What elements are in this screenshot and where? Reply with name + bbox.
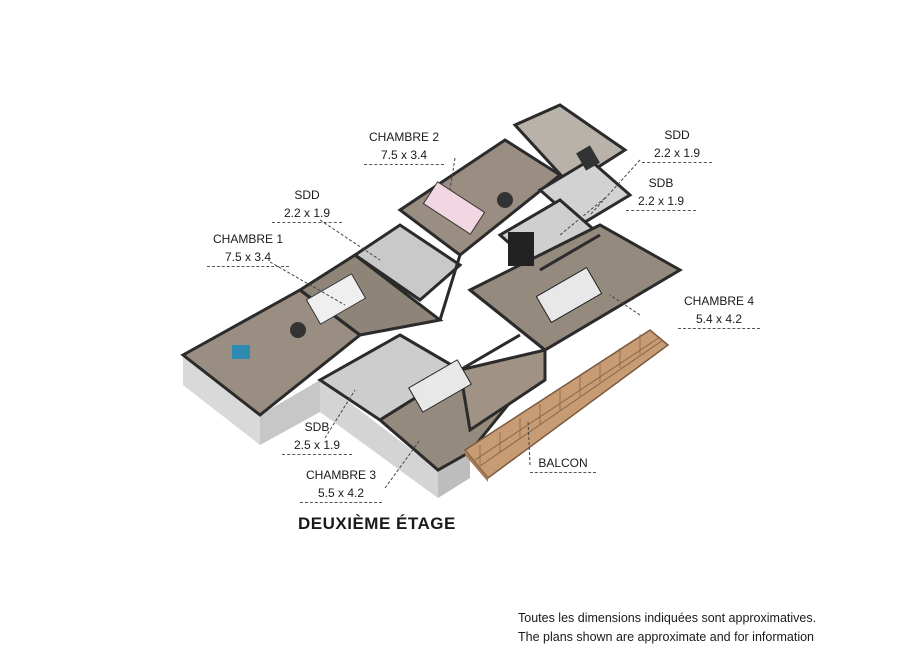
floor-title: DEUXIÈME ÉTAGE (298, 514, 456, 533)
room-dimensions: 5.4 x 4.2 (678, 310, 760, 329)
label-balcon: BALCON (530, 454, 596, 473)
room-name: BALCON (530, 454, 596, 473)
table-chambre-1 (290, 322, 306, 338)
room-dimensions: 2.5 x 1.9 (282, 436, 352, 455)
tv-annex (576, 145, 600, 171)
room-name: CHAMBRE 2 (368, 130, 439, 144)
table-chambre-2 (497, 192, 513, 208)
chair-chambre-1 (232, 345, 250, 359)
room-name: CHAMBRE 4 (683, 294, 754, 308)
label-sdb-top: SDB 2.2 x 1.9 (626, 174, 696, 211)
room-dimensions: 2.2 x 1.9 (272, 204, 342, 223)
label-sdb-bottom: SDB 2.5 x 1.9 (282, 418, 352, 455)
room-name: SDB (304, 420, 330, 434)
leader-lines (269, 157, 641, 489)
room-name: SDD (294, 188, 320, 202)
room-name: SDB (648, 176, 674, 190)
bed-chambre-3 (408, 359, 472, 413)
hall-floor (458, 348, 547, 433)
label-chambre-2: CHAMBRE 2 7.5 x 3.4 (364, 128, 444, 165)
room-dimensions: 2.2 x 1.9 (642, 144, 712, 163)
room-dimensions: 7.5 x 3.4 (364, 146, 444, 165)
room-dimensions: 5.5 x 4.2 (300, 484, 382, 503)
label-sdd-top: SDD 2.2 x 1.9 (642, 126, 712, 163)
bed-chambre-4 (535, 266, 603, 324)
exterior-walls (183, 355, 470, 498)
label-chambre-4: CHAMBRE 4 5.4 x 4.2 (678, 292, 760, 329)
room-name: SDD (664, 128, 690, 142)
disclaimer-en: The plans shown are approximate and for … (518, 630, 814, 644)
room-floors (180, 103, 683, 472)
room-dimensions: 2.2 x 1.9 (626, 192, 696, 211)
label-sdd-left: SDD 2.2 x 1.9 (272, 186, 342, 223)
bed-chambre-1 (305, 273, 367, 325)
room-dimensions: 7.5 x 3.4 (207, 248, 289, 267)
label-chambre-3: CHAMBRE 3 5.5 x 4.2 (300, 466, 382, 503)
bed-chambre-2 (422, 181, 486, 235)
room-name: CHAMBRE 3 (305, 468, 376, 482)
disclaimer-fr: Toutes les dimensions indiquées sont app… (518, 611, 817, 625)
room-name: CHAMBRE 1 (212, 232, 283, 246)
shower-sdb-top (508, 232, 534, 266)
furniture (232, 145, 603, 413)
label-chambre-1: CHAMBRE 1 7.5 x 3.4 (207, 230, 289, 267)
balcony (463, 329, 670, 482)
